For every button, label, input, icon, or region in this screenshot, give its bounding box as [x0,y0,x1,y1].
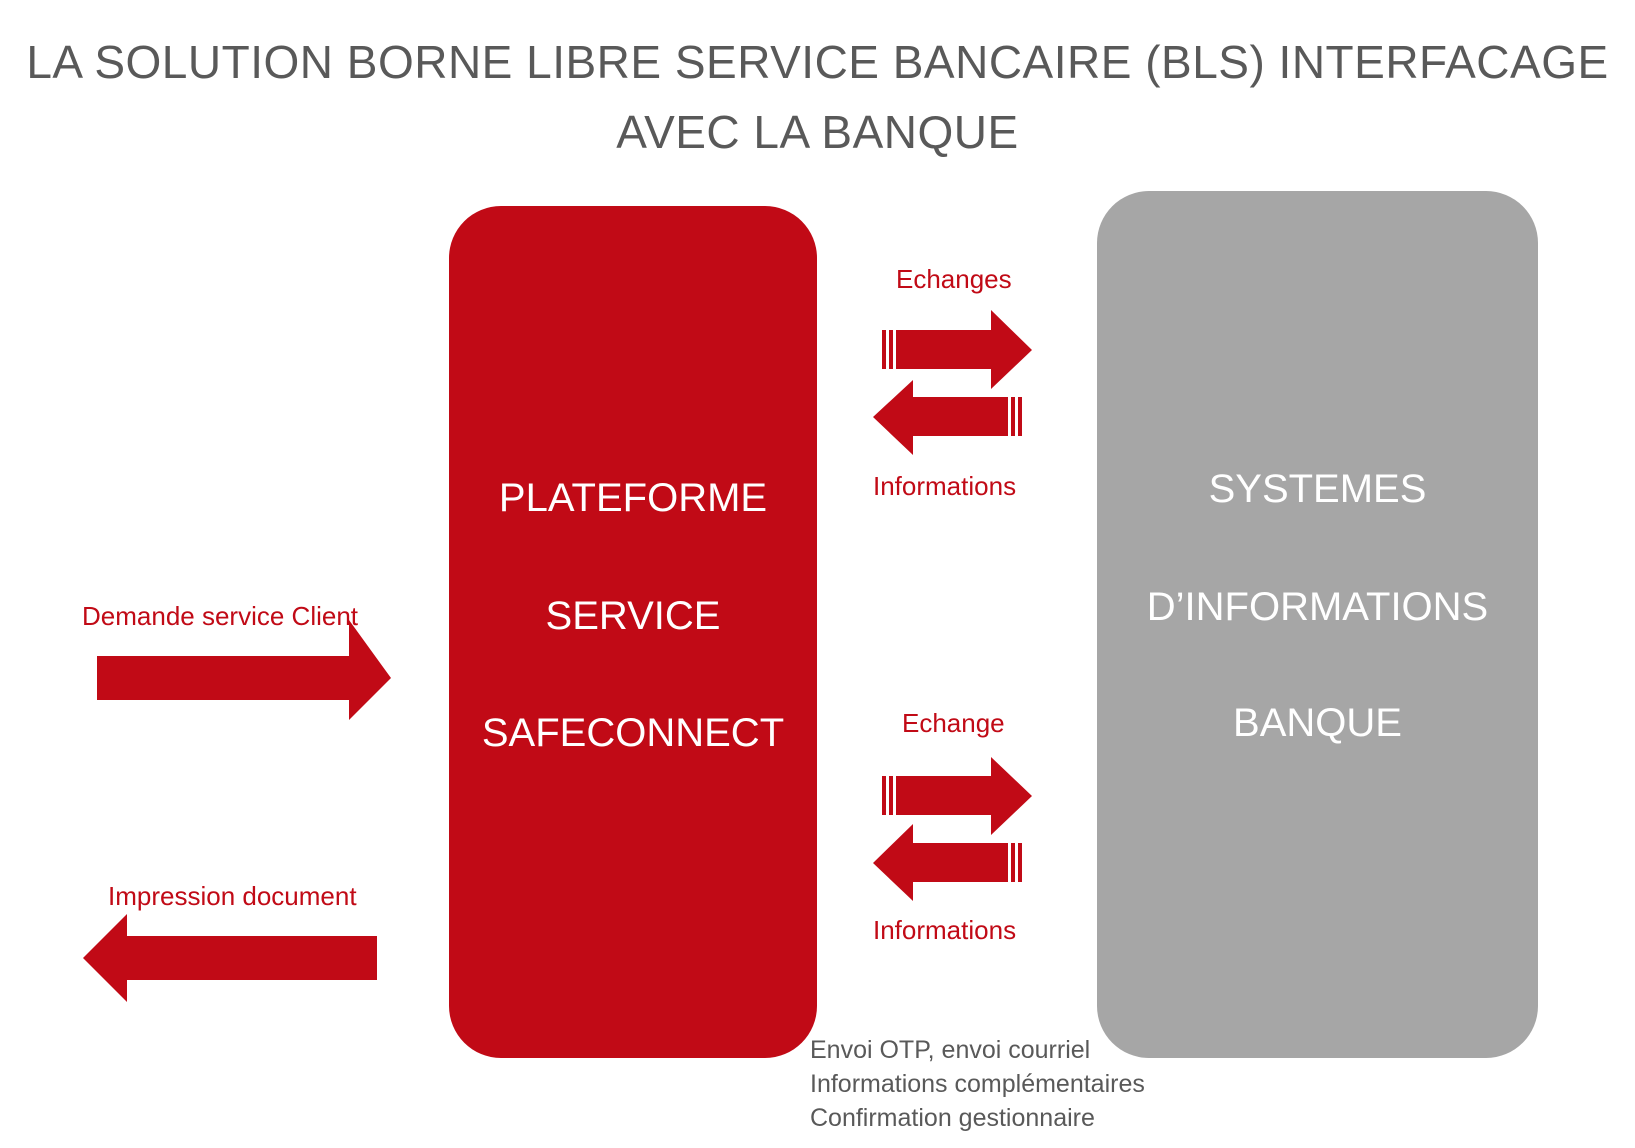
note-line-3: Confirmation gestionnaire [810,1104,1095,1132]
informations-arrow-left-bottom [873,824,1022,901]
echanges-arrow-right [882,310,1032,389]
plateforme-box: PLATEFORME SERVICE SAFECONNECT [449,206,817,1058]
impression-arrow-left [83,914,377,1002]
systemes-line-3: BANQUE [1233,701,1402,745]
diagram-title-line-1: LA SOLUTION BORNE LIBRE SERVICE BANCAIRE… [26,36,1609,88]
echange-label: Echange [902,708,1005,738]
demande-label: Demande service Client [82,601,359,631]
informations-arrow-left-top [873,380,1022,455]
informations-label-top: Informations [873,471,1017,501]
note-line-2: Informations complémentaires [810,1070,1145,1098]
echanges-label: Echanges [896,264,1012,294]
note-line-1: Envoi OTP, envoi courriel [810,1036,1091,1064]
impression-label: Impression document [108,881,357,911]
systemes-box: SYSTEMES D’INFORMATIONS BANQUE [1097,191,1538,1058]
demande-arrow-right [97,620,391,720]
diagram-title-line-2: AVEC LA BANQUE [616,106,1019,158]
informations-label-bottom: Informations [873,915,1017,945]
plateforme-line-1: PLATEFORME [498,476,768,520]
systemes-line-2: D’INFORMATIONS [1146,585,1489,629]
plateforme-line-3: SAFECONNECT [481,711,785,755]
systemes-line-1: SYSTEMES [1208,467,1427,511]
plateforme-line-2: SERVICE [545,594,721,638]
echange-arrow-right [882,757,1032,835]
